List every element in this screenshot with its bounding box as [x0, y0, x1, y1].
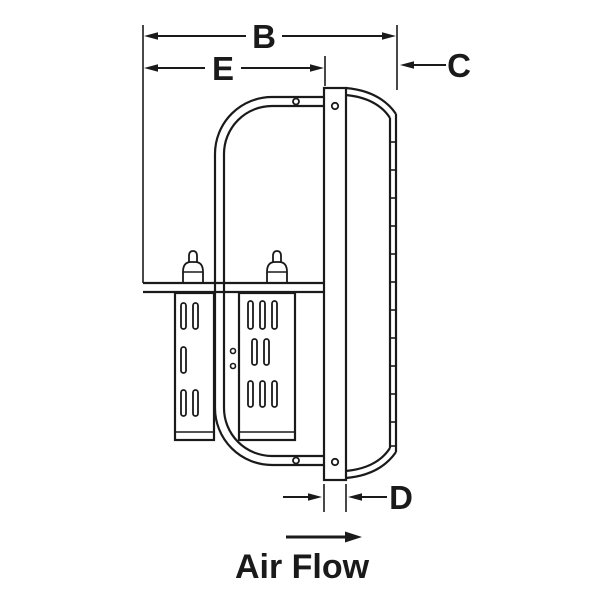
- guard-inner-outline: [222, 104, 324, 458]
- left-plate-outline: [173, 291, 216, 442]
- air-flow-label: Air Flow: [235, 548, 370, 586]
- mount-bell: [266, 261, 288, 283]
- vent-slot: [259, 300, 266, 330]
- guard-screw-top: [292, 97, 300, 106]
- arrowhead-left-icon: [144, 32, 158, 40]
- adjuster-hole: [229, 347, 237, 355]
- shroud-inner-top-curve: [345, 93, 391, 119]
- panel-screw-hole-bottom: [330, 457, 340, 467]
- vent-slot: [180, 346, 187, 374]
- dimension-c-label: C: [447, 47, 471, 84]
- fan-shroud: [345, 86, 398, 480]
- vent-slot: [247, 300, 254, 330]
- mount-bell: [182, 261, 204, 283]
- adjuster-hole: [229, 362, 237, 370]
- guard-outer-outline: [213, 95, 324, 467]
- motor-mount-left: [182, 250, 204, 283]
- vent-slot: [251, 338, 258, 366]
- guard-frame: [213, 95, 324, 467]
- vent-slot: [180, 389, 187, 417]
- dimension-c: C: [400, 47, 471, 84]
- dimension-d-label: D: [389, 479, 413, 516]
- right-plate-outline: [237, 291, 297, 442]
- vent-slot: [247, 380, 254, 408]
- dimension-e: E: [144, 50, 326, 87]
- air-flow-indicator: Air Flow: [235, 531, 370, 586]
- shroud-outer-bottom-curve: [345, 451, 397, 480]
- dimension-e-label: E: [212, 50, 234, 87]
- arrowhead-right-icon: [310, 64, 324, 72]
- vent-slot: [180, 302, 187, 330]
- vent-slot: [263, 338, 270, 366]
- dimension-b-label: B: [252, 18, 276, 55]
- wall-panel-plate: [322, 86, 348, 482]
- dimension-d: D: [283, 479, 413, 516]
- arrowhead-right-icon: [308, 493, 322, 501]
- mount-stud: [188, 250, 198, 262]
- motor-bracket-bar: [143, 281, 324, 294]
- wall-panel: [322, 86, 348, 482]
- arrowhead-left-icon: [144, 64, 158, 72]
- panel-screw-hole-top: [330, 101, 340, 111]
- vent-slot: [271, 300, 278, 330]
- mount-stud: [272, 250, 282, 262]
- guard-screw-bottom: [292, 456, 300, 465]
- vent-slot: [271, 380, 278, 408]
- arrowhead-left-icon: [400, 61, 414, 69]
- shroud-outer-top-curve: [345, 86, 397, 115]
- motor-mount-right: [266, 250, 288, 283]
- arrowhead-right-icon: [382, 32, 396, 40]
- vent-slot: [259, 380, 266, 408]
- dimension-b: B: [142, 18, 398, 283]
- motor-right-plate: [229, 291, 297, 442]
- air-flow-arrowhead-icon: [345, 531, 362, 543]
- shroud-flange-ticks: [390, 141, 396, 447]
- vent-slot: [192, 302, 199, 330]
- motor-left-plate: [173, 291, 216, 442]
- vent-slot: [192, 389, 199, 417]
- shroud-inner-bottom-curve: [345, 447, 391, 473]
- arrowhead-left-icon: [348, 493, 362, 501]
